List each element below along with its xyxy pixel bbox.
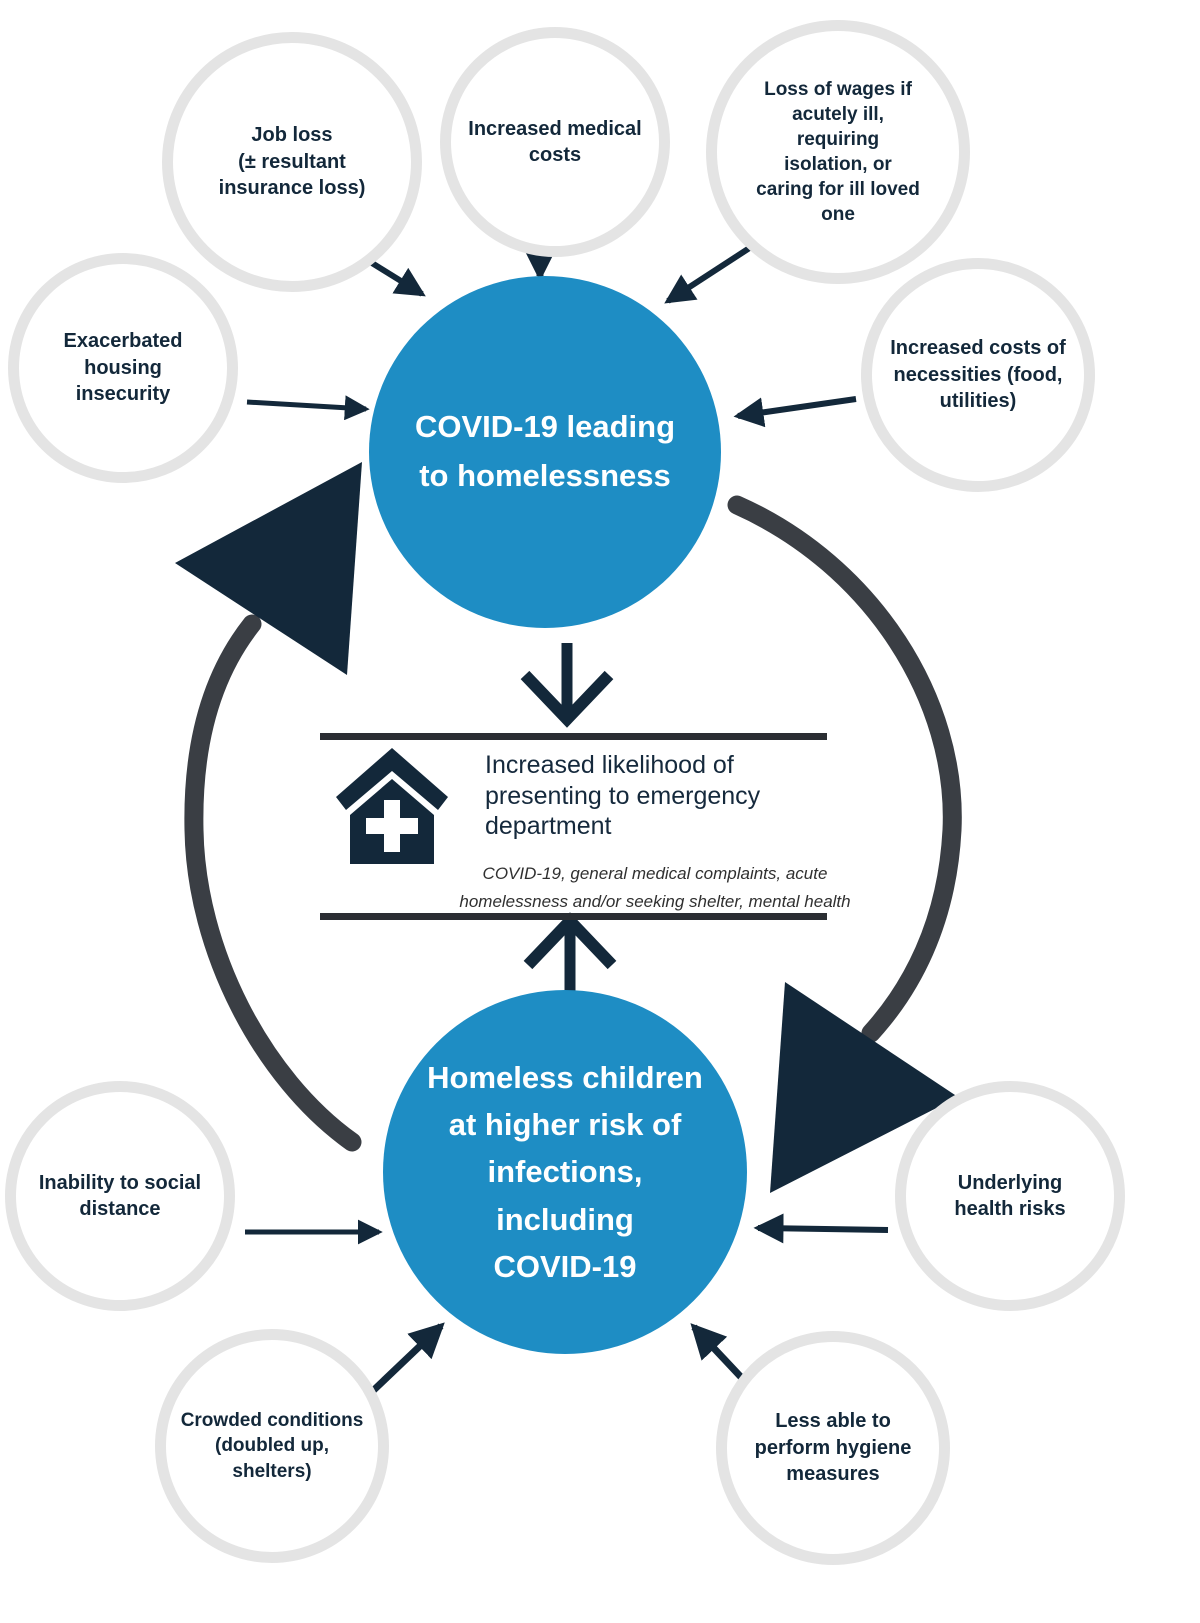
hub-homeless-children-risk: Homeless children at higher risk of infe… [383, 990, 747, 1354]
panel-detail: COVID-19, general medical complaints, ac… [459, 864, 851, 912]
node-underlying-health-risks: Underlying health risks [895, 1081, 1125, 1311]
cycle-curve-right [727, 495, 962, 1043]
node-cost-of-necessities: Increased costs of necessities (food, ut… [861, 258, 1095, 492]
cycle-curve-left [184, 614, 362, 1152]
node-crowded-conditions-label: Crowded conditions (doubled up, shelters… [180, 1410, 364, 1482]
panel-heading: Increased likelihood of presenting to em… [485, 751, 761, 840]
hospital-house-cross-icon [336, 748, 448, 864]
cycle-arrowhead-right-icon [770, 982, 958, 1193]
panel-rule-bottom [320, 913, 827, 920]
arrow-underlying-to-hub-icon [753, 1213, 889, 1244]
cycle-arrowhead-left-icon [175, 462, 362, 675]
node-loss-of-wages: Loss of wages if acutely ill, requiring … [706, 20, 970, 284]
arrow-hub-bottom-to-panel-icon [523, 912, 617, 1000]
node-loss-of-wages-label: Loss of wages if acutely ill, requiring … [756, 78, 920, 226]
hub-bottom-label: Homeless children at higher risk of infe… [427, 1060, 703, 1284]
node-housing-insecurity: Exacerbated housing insecurity [8, 253, 238, 483]
node-job-loss: Job loss (± resultant insurance loss) [162, 32, 422, 292]
node-underlying-health-risks-label: Underlying health risks [954, 1171, 1066, 1220]
node-hygiene-measures: Less able to perform hygiene measures [716, 1331, 950, 1565]
node-housing-insecurity-label: Exacerbated housing insecurity [63, 330, 183, 406]
node-inability-social-distance: Inability to social distance [5, 1081, 235, 1311]
node-crowded-conditions: Crowded conditions (doubled up, shelters… [155, 1329, 389, 1563]
node-job-loss-label: Job loss (± resultant insurance loss) [218, 124, 366, 200]
panel-rule-top [320, 733, 827, 740]
node-inability-social-distance-label: Inability to social distance [38, 1171, 202, 1220]
hub-covid-leading-to-homelessness: COVID-19 leading to homelessness [369, 276, 721, 628]
arrow-hub-top-to-panel-icon [520, 643, 614, 728]
node-medical-costs-label: Increased medical costs [468, 117, 642, 166]
node-hygiene-measures-label: Less able to perform hygiene measures [754, 1410, 912, 1486]
node-cost-of-necessities-label: Increased costs of necessities (food, ut… [890, 337, 1066, 413]
arrow-housing-to-hub-icon [246, 395, 370, 421]
node-medical-costs: Increased medical costs [440, 27, 670, 257]
hub-top-label: COVID-19 leading to homelessness [414, 409, 676, 493]
arrow-necessities-to-hub-icon [733, 396, 857, 428]
